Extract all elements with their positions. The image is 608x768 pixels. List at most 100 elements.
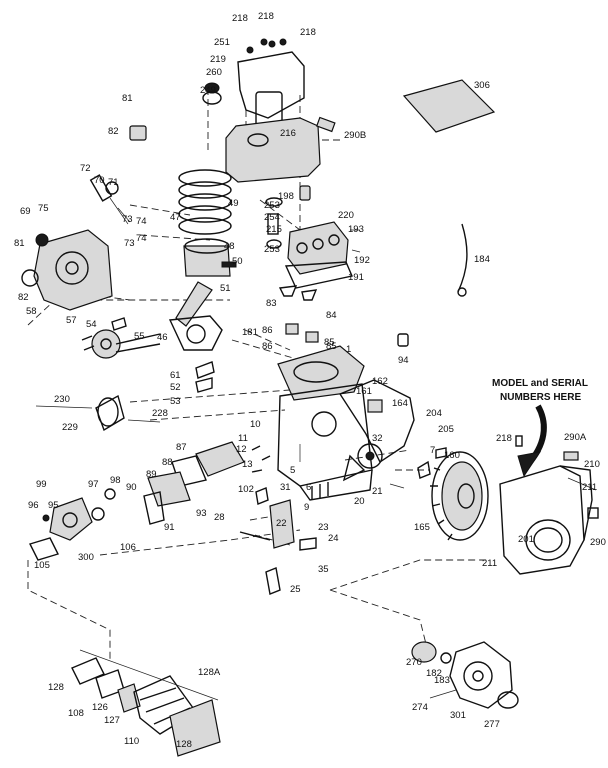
- part-label: 46: [157, 332, 168, 343]
- part-label: 35: [318, 564, 329, 575]
- part-label: 71: [108, 177, 119, 188]
- part-label: 5: [290, 465, 295, 476]
- part-label: 183: [434, 675, 450, 686]
- part-label: 21: [372, 486, 383, 497]
- part-label: 53: [170, 396, 181, 407]
- part-label: 11: [238, 433, 248, 444]
- part-label: 22: [276, 518, 287, 529]
- part-label: 55: [134, 331, 145, 342]
- flywheel-group: [417, 451, 489, 541]
- part-label: 270: [406, 657, 422, 668]
- part-label: 300: [78, 552, 94, 563]
- part-label: 86: [262, 341, 273, 352]
- part-label: 184: [474, 254, 490, 265]
- part-label: 6: [306, 482, 311, 493]
- part-label: 220: [338, 210, 354, 221]
- part-label: 290A: [564, 432, 587, 443]
- part-label: 73: [122, 214, 133, 225]
- part-label: 86: [262, 325, 273, 336]
- part-label: 7: [430, 445, 435, 456]
- part-label: 215: [266, 224, 282, 235]
- part-label: 128A: [198, 667, 221, 678]
- part-label: 218: [496, 433, 512, 444]
- part-label: 57: [66, 315, 77, 326]
- part-label: 90: [126, 482, 137, 493]
- part-label: 218: [232, 13, 248, 24]
- part-label: 83: [266, 298, 277, 309]
- part-label: 254: [264, 212, 280, 223]
- part-label: 102: [238, 484, 254, 495]
- part-label: 93: [196, 508, 207, 519]
- part-label: 105: [34, 560, 50, 571]
- part-label: 253: [264, 244, 280, 255]
- part-label: 219: [210, 54, 226, 65]
- recoil-starter-group: [411, 641, 519, 709]
- part-label: 52: [170, 382, 181, 393]
- part-label: 191: [348, 272, 364, 283]
- cylinder-head-group: [265, 185, 361, 343]
- part-label: 211: [482, 558, 497, 569]
- part-label: 74: [136, 216, 147, 227]
- part-label: 48: [224, 241, 235, 252]
- part-label: 49: [228, 198, 239, 209]
- part-label: 20: [354, 496, 365, 507]
- part-label: 210: [584, 459, 600, 470]
- crankcase-group: [277, 345, 415, 501]
- part-label: 89: [146, 469, 157, 480]
- part-label: 91: [164, 522, 175, 533]
- part-label: 70: [94, 175, 105, 186]
- part-label: 13: [242, 459, 253, 470]
- part-label: 31: [280, 482, 291, 493]
- part-label: 95: [48, 500, 59, 511]
- part-label: 205: [438, 424, 454, 435]
- part-label: 127: [104, 715, 120, 726]
- part-label: 9: [304, 502, 309, 513]
- fuel-tank-group: [202, 38, 496, 183]
- part-label: 23: [318, 522, 329, 533]
- part-label: 69: [20, 206, 31, 217]
- model-serial-callout: MODEL and SERIAL NUMBERS HERE: [492, 378, 588, 478]
- part-label: 165: [414, 522, 430, 533]
- part-label: 160: [444, 450, 460, 461]
- muffler-group: [71, 649, 221, 757]
- part-label: 73: [124, 238, 135, 249]
- part-label: 74: [136, 233, 147, 244]
- part-label: 290: [590, 537, 606, 548]
- model-serial-note-line2: NUMBERS HERE: [500, 392, 581, 403]
- part-label: 96: [28, 500, 39, 511]
- part-label: 108: [68, 708, 84, 719]
- part-label: 47: [170, 212, 181, 223]
- part-label: 211: [582, 482, 597, 493]
- part-label: 274: [412, 702, 428, 713]
- model-serial-note-line1: MODEL and SERIAL: [492, 378, 588, 389]
- part-label: 32: [372, 433, 383, 444]
- part-label: 51: [220, 283, 231, 294]
- part-label: 181: [242, 327, 258, 338]
- part-label: 82: [18, 292, 29, 303]
- part-label: 253: [264, 200, 280, 211]
- part-label: 162: [372, 376, 388, 387]
- part-label: 301: [450, 710, 466, 721]
- part-label: 110: [124, 736, 139, 747]
- part-label: 81: [14, 238, 25, 249]
- part-label: 228: [152, 408, 168, 419]
- part-label: 87: [176, 442, 187, 453]
- part-label: 106: [120, 542, 136, 553]
- part-label: 128: [48, 682, 64, 693]
- part-label: 128: [176, 739, 192, 750]
- crankshaft-group: [91, 317, 161, 359]
- part-label: 277: [484, 719, 500, 730]
- part-label: 10: [250, 419, 261, 430]
- part-label: 204: [426, 408, 442, 419]
- part-label: 216: [280, 128, 296, 139]
- part-label: 61: [170, 370, 181, 381]
- part-label: 251: [214, 37, 230, 48]
- part-label: 201: [518, 534, 534, 545]
- part-label: 306: [474, 80, 490, 91]
- blower-housing-group: [499, 435, 599, 575]
- part-label: 75: [38, 203, 49, 214]
- part-label: 12: [236, 444, 247, 455]
- part-label: 24: [328, 533, 339, 544]
